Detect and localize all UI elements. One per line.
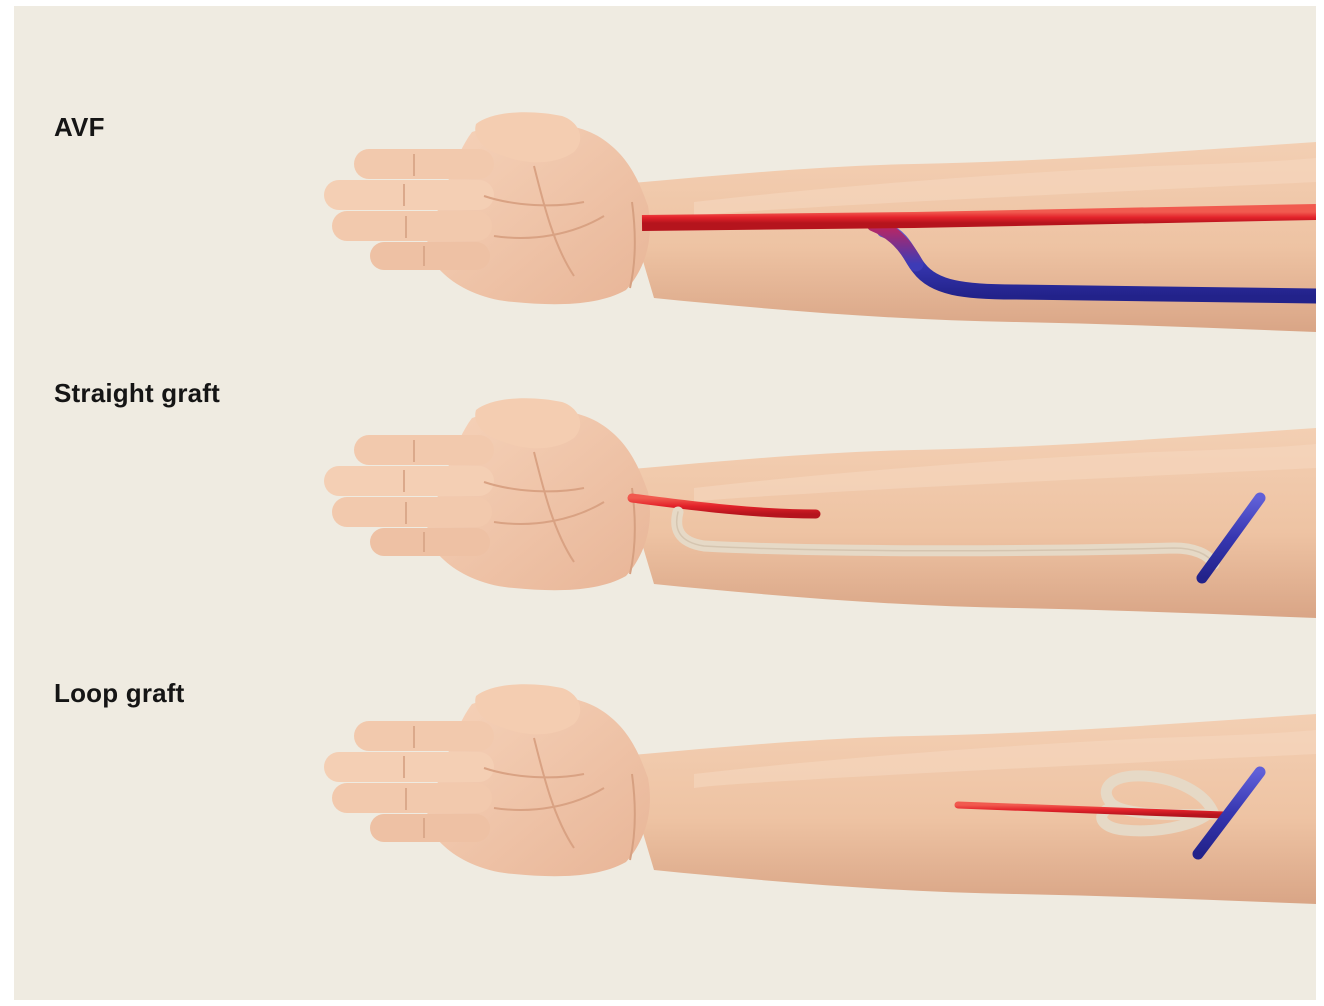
diagram-panel: AVF Straight graft Loop graft <box>14 6 1316 1000</box>
loop-graft-label: Loop graft <box>54 678 185 709</box>
straight-graft-arm <box>324 398 1316 618</box>
straight-graft-label: Straight graft <box>54 378 220 409</box>
arms-illustration <box>14 6 1316 1000</box>
avf-label: AVF <box>54 112 105 143</box>
avf-arm <box>324 112 1316 332</box>
loop-graft-arm <box>324 684 1316 904</box>
